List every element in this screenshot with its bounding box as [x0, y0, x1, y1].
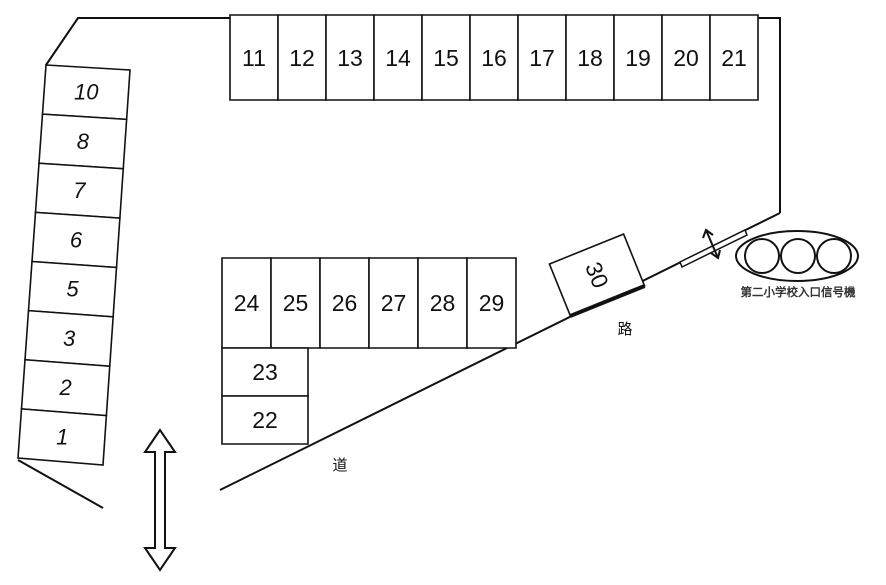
signal-label: 第二小学校入口信号機: [741, 285, 856, 299]
parking-slot-16[interactable]: 16: [469, 14, 519, 101]
top-row-slots: 11 12 13 14 15 16 17 18 19 20 21: [229, 14, 759, 101]
middle-row-slots: 24 25 26 27 28 29: [221, 257, 517, 349]
slot-number: 27: [381, 290, 407, 316]
slot-number: 16: [481, 45, 507, 71]
slot-number: 6: [70, 227, 83, 252]
parking-slot-12[interactable]: 12: [277, 14, 327, 101]
parking-slot-27[interactable]: 27: [368, 257, 419, 349]
entrance-arrow-icon: [143, 428, 177, 572]
parking-slot-24[interactable]: 24: [221, 257, 272, 349]
gate-icon: [679, 228, 748, 269]
slot-number: 14: [385, 45, 411, 71]
parking-slot-20[interactable]: 20: [661, 14, 711, 101]
parking-slot-25[interactable]: 25: [270, 257, 321, 349]
slot-number: 28: [430, 290, 456, 316]
slot-number: 23: [252, 359, 278, 385]
slot-number: 29: [479, 290, 505, 316]
parking-slot-1[interactable]: 1: [17, 408, 108, 466]
parking-slot-10[interactable]: 10: [41, 64, 131, 121]
slot-number: 24: [234, 290, 260, 316]
slot-number: 20: [673, 45, 699, 71]
slot-number: 2: [59, 375, 72, 400]
slot-number: 12: [289, 45, 315, 71]
road-label: 道: [332, 456, 347, 474]
parking-slot-11[interactable]: 11: [229, 14, 279, 101]
parking-slot-29[interactable]: 29: [466, 257, 517, 349]
stacked-slots: 23 22: [221, 347, 309, 445]
slot-number: 18: [577, 45, 603, 71]
slot-number: 19: [625, 45, 651, 71]
parking-slot-13[interactable]: 13: [325, 14, 375, 101]
traffic-signal-icon: [735, 230, 859, 282]
parking-slot-14[interactable]: 14: [373, 14, 423, 101]
slot-number: 11: [242, 45, 266, 71]
slot-number: 10: [74, 80, 99, 105]
slot-number: 5: [66, 277, 79, 302]
parking-slot-5[interactable]: 5: [27, 260, 118, 318]
parking-slot-7[interactable]: 7: [34, 162, 125, 219]
left-column-slots: 10 8 7 6 5 3 2 1: [17, 64, 131, 466]
slot-number: 1: [56, 424, 68, 449]
slot-number: 3: [63, 326, 76, 351]
parking-slot-3[interactable]: 3: [24, 309, 114, 368]
parking-slot-18[interactable]: 18: [565, 14, 615, 101]
parking-slot-21[interactable]: 21: [709, 14, 759, 101]
parking-slot-28[interactable]: 28: [417, 257, 468, 349]
parking-slot-26[interactable]: 26: [319, 257, 370, 349]
slot-number: 21: [721, 45, 747, 71]
parking-slot-23[interactable]: 23: [221, 347, 309, 397]
road-label: 路: [617, 320, 632, 338]
slot-number: 15: [433, 45, 459, 71]
parking-slot-2[interactable]: 2: [20, 358, 111, 417]
slot-number: 7: [73, 178, 86, 203]
parking-slot-15[interactable]: 15: [421, 14, 471, 101]
parking-slot-6[interactable]: 6: [31, 211, 121, 269]
slot-number: 25: [283, 290, 309, 316]
parking-slot-19[interactable]: 19: [613, 14, 663, 101]
slot-number: 8: [77, 129, 90, 154]
parking-slot-22[interactable]: 22: [221, 395, 309, 445]
slot-number: 22: [252, 407, 278, 433]
slot-number: 13: [337, 45, 363, 71]
slot-number: 17: [529, 45, 555, 71]
parking-slot-8[interactable]: 8: [38, 113, 128, 170]
parking-slot-17[interactable]: 17: [517, 14, 567, 101]
parking-slot-30[interactable]: 30: [548, 233, 646, 318]
slot-number: 26: [332, 290, 358, 316]
